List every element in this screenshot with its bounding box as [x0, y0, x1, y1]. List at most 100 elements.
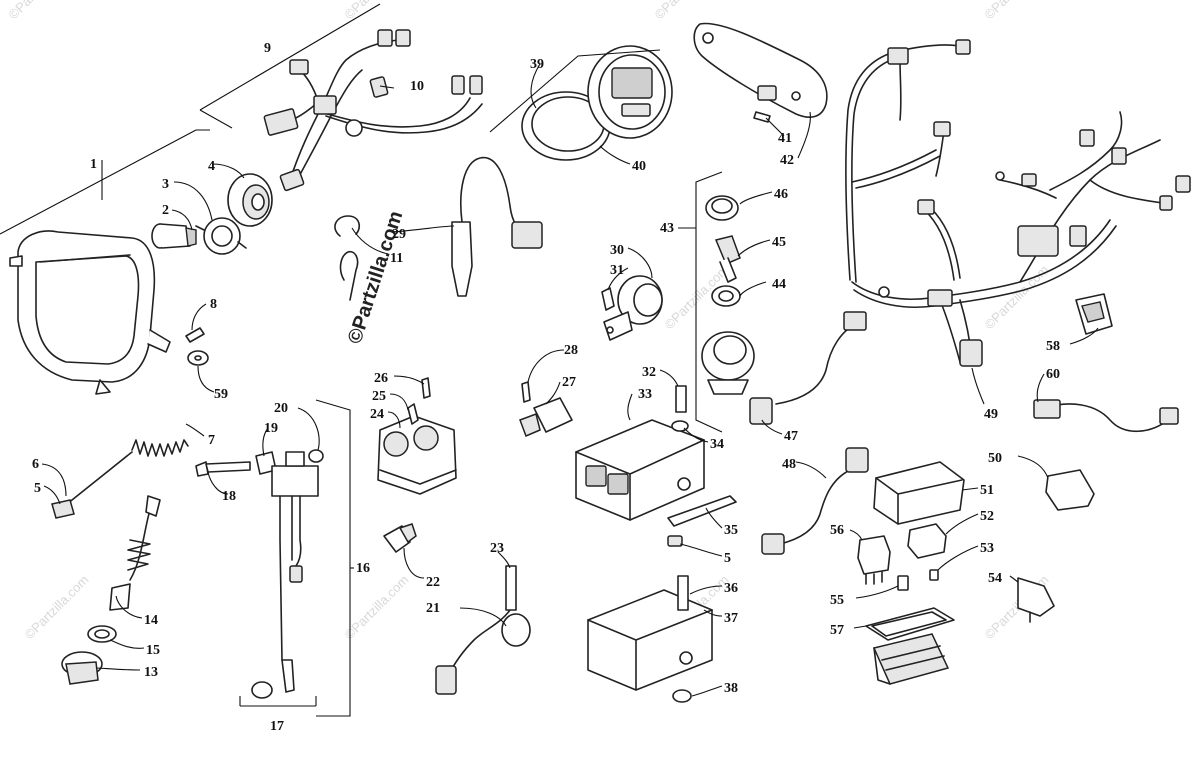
spring-7 — [131, 439, 189, 457]
callout-32: 32 — [642, 365, 656, 380]
sensor-21 — [435, 609, 531, 695]
callout-28: 28 — [564, 343, 578, 358]
callout-39: 39 — [530, 57, 544, 72]
callout-20: 20 — [274, 401, 288, 416]
sensor-27 — [519, 397, 573, 437]
bracket-group-43 — [695, 171, 723, 433]
bracket-group-39 — [489, 49, 661, 133]
callout-36: 36 — [724, 581, 738, 596]
callout-26: 26 — [374, 371, 388, 386]
headlight-harness — [263, 29, 483, 192]
watermark: ©Partzilla.com — [342, 572, 412, 642]
ecu-33 — [575, 419, 705, 521]
sensor-16 — [271, 451, 319, 693]
fuse-box-cover-51 — [873, 461, 965, 525]
callout-35: 35 — [724, 523, 738, 538]
callout-16: 16 — [356, 561, 370, 576]
callout-17: 17 — [270, 719, 284, 734]
ignition-coil-24 — [377, 415, 457, 495]
callout-27: 27 — [562, 375, 576, 390]
connector-54 — [1017, 577, 1055, 623]
callout-42: 42 — [780, 153, 794, 168]
callout-33: 33 — [638, 387, 652, 402]
harness-47 — [749, 311, 867, 425]
rod-6 — [51, 451, 133, 519]
bracket-group-17 — [239, 696, 317, 707]
ignition-key-45 — [714, 235, 741, 283]
callout-18: 18 — [222, 489, 236, 504]
screw-8 — [185, 327, 205, 343]
callout-19: 19 — [264, 421, 278, 436]
callout-2: 2 — [162, 203, 169, 218]
callout-56: 56 — [830, 523, 844, 538]
callout-3: 3 — [162, 177, 169, 192]
callout-59: 59 — [214, 387, 228, 402]
callout-49: 49 — [984, 407, 998, 422]
callout-25: 25 — [372, 389, 386, 404]
washer-38 — [672, 689, 692, 703]
connector-17 — [251, 681, 273, 699]
clip-11 — [334, 215, 361, 301]
callout-34: 34 — [710, 437, 724, 452]
callout-52: 52 — [980, 509, 994, 524]
ignition-switch-body — [701, 331, 755, 395]
callout-41: 41 — [778, 131, 792, 146]
callout-1: 1 — [90, 157, 97, 172]
sensor-29 — [451, 156, 543, 297]
connector-50 — [1045, 469, 1095, 511]
watermark: ©Partzilla.com — [6, 0, 76, 22]
handlebar-pad — [693, 22, 828, 118]
callout-43: 43 — [660, 221, 674, 236]
callout-13: 13 — [144, 665, 158, 680]
callout-55: 55 — [830, 593, 844, 608]
callout-48: 48 — [782, 457, 796, 472]
washer-59 — [187, 350, 209, 366]
watermark: ©Partzilla.com — [342, 0, 412, 22]
callout-5: 5 — [724, 551, 731, 566]
watermark: ©Partzilla.com — [982, 0, 1052, 22]
callout-23: 23 — [490, 541, 504, 556]
fuse-53 — [929, 569, 939, 581]
relay-52 — [907, 523, 947, 559]
horn-30 — [603, 275, 663, 341]
callout-30: 30 — [610, 243, 624, 258]
screw-25 — [407, 403, 419, 425]
ignition-cap-46 — [705, 195, 739, 221]
fuse-block-57 — [872, 633, 950, 685]
callout-29: 29 — [392, 227, 406, 242]
bracket-group-1 — [0, 129, 210, 235]
ring-15 — [87, 625, 117, 643]
relay-56 — [857, 535, 891, 585]
harness-48 — [761, 447, 869, 555]
callout-47: 47 — [784, 429, 798, 444]
callout-45: 45 — [772, 235, 786, 250]
screw-41 — [753, 111, 771, 123]
sensor-22 — [383, 523, 417, 553]
screw-28 — [521, 381, 531, 403]
bulb-retainer — [195, 217, 247, 255]
switch-58 — [1075, 293, 1113, 335]
bolt-18 — [195, 461, 251, 477]
nut-44 — [711, 285, 741, 307]
callout-24: 24 — [370, 407, 384, 422]
headlight-bulb — [151, 223, 197, 249]
bolt-23 — [505, 565, 517, 611]
screw-31 — [601, 287, 615, 311]
callout-38: 38 — [724, 681, 738, 696]
nut-20 — [308, 449, 324, 463]
callout-10: 10 — [410, 79, 424, 94]
callout-44: 44 — [772, 277, 786, 292]
callout-22: 22 — [426, 575, 440, 590]
callout-40: 40 — [632, 159, 646, 174]
callout-53: 53 — [980, 541, 994, 556]
digital-gauge — [587, 45, 673, 139]
headlight-housing — [9, 230, 171, 395]
connector-10 — [369, 76, 389, 98]
bracket-group-9 — [199, 3, 381, 129]
callout-8: 8 — [210, 297, 217, 312]
callout-11: 11 — [390, 251, 403, 266]
spring-14 — [109, 495, 161, 611]
gasket-57 — [865, 607, 955, 641]
bracket-group-16 — [315, 399, 351, 717]
